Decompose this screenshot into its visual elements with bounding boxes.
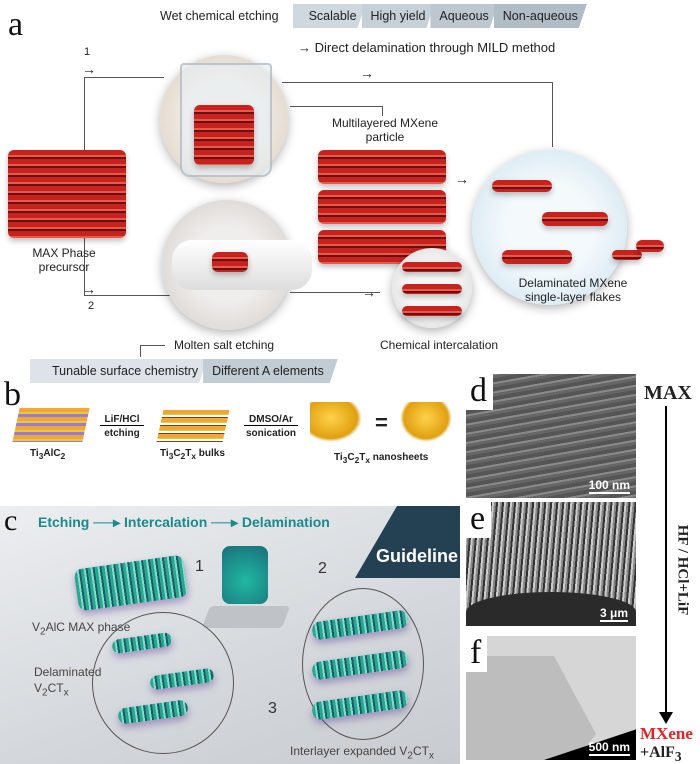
- max-phase-stack: [8, 150, 126, 238]
- step-1-label: 1: [195, 558, 204, 575]
- sem-image-d: 100 nm: [466, 374, 636, 498]
- ti3alc2-illustration: [12, 408, 90, 442]
- alf3-label: +AlF3: [640, 744, 682, 764]
- reaction-flask: [222, 546, 268, 604]
- etching-label: etching: [104, 428, 140, 439]
- bulks-label: Ti3C2Tx bulks: [160, 448, 225, 461]
- ribbon-item: Different A elements: [203, 359, 338, 383]
- expanded-circle: [302, 588, 424, 740]
- route-2-label: 2: [88, 300, 95, 312]
- expanded-label: Interlayer expanded V2CTx: [290, 744, 434, 762]
- wet-etching-ribbon: Wet chemical etching Scalable High yield…: [160, 4, 583, 28]
- delaminated-label: Delaminated MXene single-layer flakes: [518, 276, 628, 304]
- step-2-label: 2: [318, 560, 327, 577]
- stirrer-plate: [201, 606, 291, 628]
- multilayer-label: Multilayered MXene particle: [331, 116, 439, 144]
- molten-salt-label: Molten salt etching: [174, 338, 275, 352]
- tem-image-f: 500 nm: [466, 636, 636, 760]
- panel-f-label: f: [466, 636, 488, 672]
- arrow-icon: →: [362, 284, 376, 300]
- intercalation-label: Chemical intercalation: [380, 338, 499, 352]
- delaminated-circle: [92, 612, 234, 754]
- mxene-label: MXene: [640, 724, 693, 743]
- guideline-label: Guideline: [376, 546, 459, 566]
- arrow-icon: →: [455, 171, 469, 187]
- arrow-icon: →: [360, 65, 374, 81]
- multilayer-stack: [318, 150, 446, 184]
- nanosheets-illustration: [400, 402, 452, 442]
- panel-a-label: a: [8, 6, 24, 43]
- scale-bar-e: 3 μm: [599, 606, 628, 622]
- process-flow: Etching ──▸ Intercalation ──▸ Delaminati…: [38, 514, 330, 530]
- nanosheets-illustration: [310, 402, 362, 442]
- multilayer-stack: [318, 190, 446, 224]
- panel-c-label: c: [4, 504, 18, 537]
- dmso-ar-label: DMSO/Ar: [244, 414, 298, 426]
- arrow-down-icon: [659, 712, 673, 724]
- scale-bar-d: 100 nm: [588, 478, 630, 494]
- ribbon-item: Non-aqueous: [494, 4, 587, 28]
- mild-label: → Direct delamination through MILD metho…: [298, 40, 556, 55]
- panel-b-label: b: [4, 376, 21, 413]
- intercalation-illustration: [392, 248, 472, 328]
- route-label: HF / HCl+LiF: [674, 524, 691, 616]
- flake: [636, 240, 664, 252]
- route-1-label: 1: [84, 46, 91, 58]
- step-3-label: 3: [268, 700, 277, 717]
- molten-salt-ribbon: Tunable surface chemistry Different A el…: [30, 359, 334, 383]
- nanosheets-label: Ti3C2Tx nanosheets: [334, 452, 429, 465]
- delaminated-flakes-illustration: [472, 150, 642, 305]
- max-label: MAX: [644, 382, 692, 404]
- ribbon-item: Scalable: [293, 4, 366, 28]
- panel-e-label: e: [466, 502, 492, 538]
- arrow-icon: →: [82, 281, 96, 297]
- arrow-icon: →: [82, 61, 96, 77]
- panel-d-label: d: [466, 374, 493, 410]
- bulk-illustration: [156, 410, 230, 442]
- sem-image-e: 3 μm: [466, 502, 636, 626]
- lif-hcl-label: LiF/HCl: [100, 414, 144, 426]
- ribbon-title: Wet chemical etching: [160, 9, 279, 23]
- ribbon-item: High yield: [362, 4, 435, 28]
- max-phase-label: MAX Phase precursor: [32, 246, 96, 274]
- molten-salt-illustration: [162, 200, 312, 330]
- ribbon-item: Tunable surface chemistry: [30, 359, 207, 383]
- v2alc-label: V2AlC MAX phase: [32, 620, 131, 638]
- scale-bar-f: 500 nm: [588, 740, 630, 756]
- sonication-label: sonication: [245, 428, 296, 439]
- ribbon-item: Aqueous: [430, 4, 497, 28]
- beaker-illustration: [160, 55, 288, 183]
- equals-sign: =: [375, 410, 388, 435]
- ti3alc2-label: Ti3AlC2: [30, 448, 66, 461]
